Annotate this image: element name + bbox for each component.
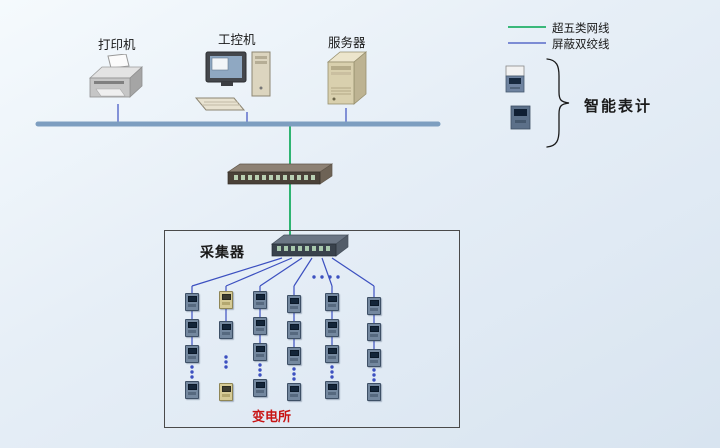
ellipsis-dot <box>292 367 296 371</box>
collector-icon <box>270 234 350 257</box>
substation-box <box>164 230 460 428</box>
meter-icon <box>325 345 339 363</box>
meter-icon <box>253 291 267 309</box>
meter-icon <box>219 383 233 401</box>
ellipsis-dot <box>190 375 194 379</box>
meter-icon <box>367 323 381 341</box>
meter-icon <box>185 345 199 363</box>
meter-icon <box>325 293 339 311</box>
ellipsis-dot <box>224 365 228 369</box>
meter-screen <box>289 324 299 330</box>
smart-meter-label: 智能表计 <box>584 97 653 115</box>
legend-cat5e-label: 超五类网线 <box>552 21 610 35</box>
meter-screen <box>327 384 337 390</box>
meter-wire <box>259 257 303 287</box>
meter-icon <box>367 297 381 315</box>
meter-screen <box>369 326 379 332</box>
printer-label: 打印机 <box>98 37 136 52</box>
meter-screen <box>221 294 231 300</box>
meter-icon <box>367 383 381 401</box>
ellipsis-dot <box>292 372 296 376</box>
ellipsis-dot <box>336 275 340 279</box>
meter-screen <box>187 384 197 390</box>
meter-screen <box>255 294 265 300</box>
meter-screen <box>187 348 197 354</box>
meter-icon <box>287 347 301 365</box>
meter-icon <box>287 295 301 313</box>
printer-icon <box>88 54 144 98</box>
meter-screen <box>327 322 337 328</box>
ellipsis-dot <box>292 377 296 381</box>
meter-icon <box>185 319 199 337</box>
meter-wire <box>321 257 333 287</box>
ellipsis-dot <box>258 363 262 367</box>
meter-wire <box>191 257 283 287</box>
meter-icon <box>253 343 267 361</box>
ellipsis-dot <box>258 368 262 372</box>
meter-screen <box>289 350 299 356</box>
meter-icon <box>219 321 233 339</box>
meter-icon <box>185 293 199 311</box>
collector-label: 采集器 <box>200 245 245 261</box>
meter-screen <box>255 382 265 388</box>
meter-screen <box>327 296 337 302</box>
meter-screen <box>255 346 265 352</box>
ellipsis-dot <box>372 373 376 377</box>
meter-screen <box>255 320 265 326</box>
meter-icon <box>185 381 199 399</box>
smart-meter-icon <box>505 65 525 93</box>
meter-screen <box>369 300 379 306</box>
ellipsis-dot <box>330 375 334 379</box>
meter-icon <box>287 321 301 339</box>
ellipsis-dot <box>312 275 316 279</box>
ellipsis-dot <box>224 360 228 364</box>
ellipsis-dot <box>190 370 194 374</box>
server-label: 服务器 <box>328 35 366 50</box>
meter-icon <box>219 291 233 309</box>
ellipsis-dot <box>330 370 334 374</box>
ellipsis-dot <box>190 365 194 369</box>
smart-meter-icon <box>510 105 531 130</box>
meter-icon <box>253 379 267 397</box>
ellipsis-dot <box>258 373 262 377</box>
meter-icon <box>325 381 339 399</box>
legend-stp-label: 屏蔽双绞线 <box>552 37 610 51</box>
meter-screen <box>369 386 379 392</box>
substation-label: 变电所 <box>252 410 292 425</box>
ellipsis-dot <box>330 365 334 369</box>
meter-wire <box>225 257 293 287</box>
ellipsis-dot <box>224 355 228 359</box>
meter-icon <box>253 317 267 335</box>
meter-screen <box>221 324 231 330</box>
meter-screen <box>289 386 299 392</box>
meter-screen <box>289 298 299 304</box>
industrial-pc-icon <box>194 51 271 111</box>
ellipsis-dot <box>372 368 376 372</box>
meter-screen <box>187 322 197 328</box>
meter-screen <box>369 352 379 358</box>
meter-icon <box>287 383 301 401</box>
meter-icon <box>367 349 381 367</box>
ellipsis-dot <box>372 378 376 382</box>
meter-wire <box>293 257 313 287</box>
meter-wire <box>331 257 375 287</box>
meter-icon <box>325 319 339 337</box>
ellipsis-dot <box>328 275 332 279</box>
meter-screen <box>221 386 231 392</box>
meter-screen <box>327 348 337 354</box>
ellipsis-dot <box>320 275 324 279</box>
brace-icon <box>546 58 570 148</box>
switch-icon <box>226 163 334 185</box>
server-icon <box>326 51 368 105</box>
ipc-label: 工控机 <box>218 32 256 47</box>
meter-screen <box>187 296 197 302</box>
